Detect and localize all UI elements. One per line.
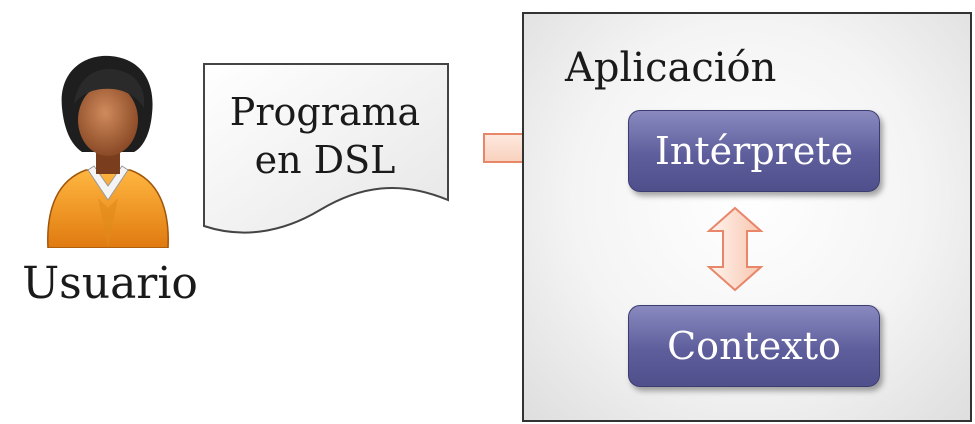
document-shape: [203, 63, 449, 234]
application-title: Aplicación: [565, 45, 777, 91]
user-label: Usuario: [22, 258, 198, 309]
document-line2: en DSL: [254, 138, 396, 182]
person-icon: [47, 55, 169, 248]
context-box: Contexto: [628, 305, 880, 387]
document-text: Programa en DSL: [205, 88, 445, 184]
interpreter-box: Intérprete: [628, 110, 880, 192]
double-arrow-icon: [706, 206, 764, 292]
document-line1: Programa: [229, 90, 421, 134]
